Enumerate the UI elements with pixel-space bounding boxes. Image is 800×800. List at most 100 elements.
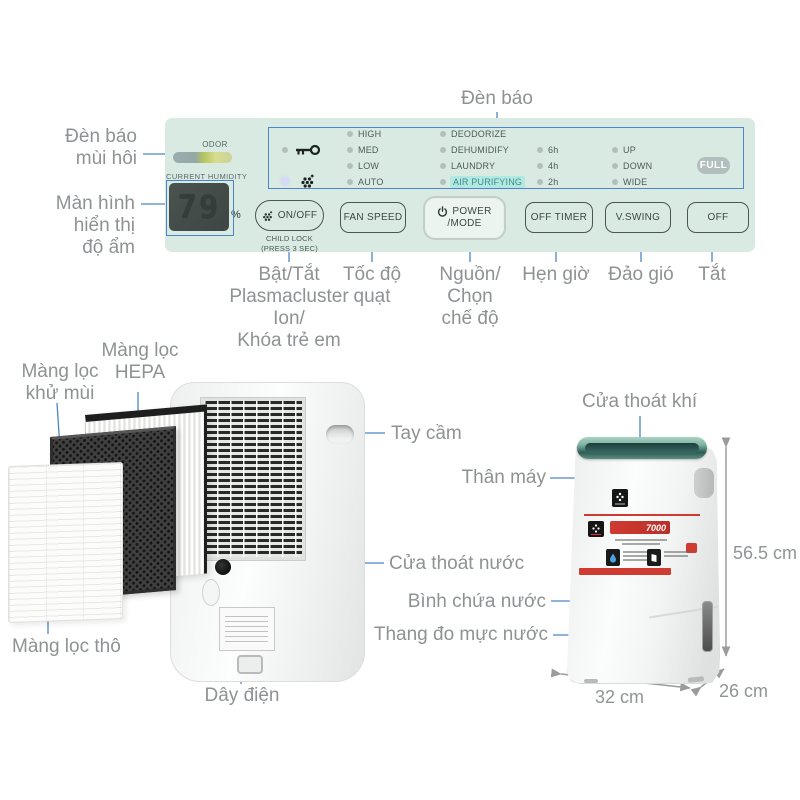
control-panel: ODOR CURRENT HUMIDITY 79 % xyxy=(165,118,755,253)
off-timer-button: OFF TIMER xyxy=(525,202,593,233)
callout-odor-light: Đèn báo mùi hôi xyxy=(65,126,137,170)
dimension-width: 32 cm xyxy=(595,687,645,707)
power-icon xyxy=(438,206,448,217)
callout-handle: Tay cầm xyxy=(391,423,462,444)
mode-deodorize-label: DEODORIZE xyxy=(451,129,507,139)
fan-auto-label: AUTO xyxy=(358,177,384,187)
mode-airpurifying-label: AIR PURIFYING xyxy=(450,176,526,188)
air-outlet-vent xyxy=(585,443,699,453)
sticker-top-rule xyxy=(584,514,700,516)
callout-water-tank: Bình chứa nước xyxy=(407,591,546,612)
v-swing-button: V.SWING xyxy=(605,202,671,233)
fan-low-label: LOW xyxy=(358,161,380,171)
sticker-door-icon xyxy=(647,549,661,566)
timer-2h-dot xyxy=(537,179,543,185)
mode-airpurifying-dot xyxy=(440,179,446,185)
plasmacluster-indicator-dot xyxy=(282,178,288,184)
callout-air-outlet: Cửa thoát khí xyxy=(582,391,698,412)
plasmacluster-icon xyxy=(301,174,314,188)
fan-auto-dot xyxy=(347,179,353,185)
swing-down-dot xyxy=(612,163,618,169)
power-cord xyxy=(237,655,263,674)
fan-med-label: MED xyxy=(358,145,379,155)
fan-med-dot xyxy=(347,147,353,153)
timer-4h-dot xyxy=(537,163,543,169)
callout-fan-speed: Tốc độ quạt xyxy=(342,264,402,308)
v-swing-button-label: V.SWING xyxy=(615,212,661,223)
callout-v-swing: Đảo gió xyxy=(608,264,674,285)
front-handle-recess xyxy=(694,468,714,498)
callout-off: Tắt xyxy=(698,264,726,285)
series-banner: 7000 xyxy=(610,521,670,534)
unit-foot xyxy=(584,679,598,683)
plasmacluster-logo-badge xyxy=(612,489,628,507)
callout-hepa-filter: Màng lọc HEPA xyxy=(101,340,179,384)
callout-water-drain: Cửa thoát nước xyxy=(389,553,525,574)
humidity-value: 79 xyxy=(177,188,221,226)
swing-wide-label: WIDE xyxy=(623,177,648,187)
plasmacluster-icon xyxy=(262,210,272,221)
sticker-bottom-strip xyxy=(579,568,671,575)
sticker-text-line xyxy=(664,555,688,557)
display-annotation-box xyxy=(166,180,234,236)
off-button-label: OFF xyxy=(707,212,729,223)
odor-indicator-bar xyxy=(173,152,232,163)
mode-laundry-dot xyxy=(440,163,446,169)
power-button-label: POWER xyxy=(452,205,492,217)
mode-dehumidify-label: DEHUMIDIFY xyxy=(451,145,509,155)
humidity-display: 79 xyxy=(169,183,229,231)
indicator-annotation-box xyxy=(268,127,744,189)
timer-2h-label: 2h xyxy=(548,177,559,187)
swing-down-label: DOWN xyxy=(623,161,653,171)
callout-body: Thân máy xyxy=(461,467,546,488)
mode-dehumidify-dot xyxy=(440,147,446,153)
timer-6h-dot xyxy=(537,147,543,153)
swing-wide-dot xyxy=(612,179,618,185)
sticker-text-line xyxy=(664,551,690,553)
series-number: 7000 xyxy=(645,522,666,533)
child-lock-note: CHILD LOCK (PRESS 3 SEC) xyxy=(261,234,318,253)
dimension-depth: 26 cm xyxy=(719,681,769,701)
sticker-red-tag xyxy=(686,543,697,553)
off-timer-button-label: OFF TIMER xyxy=(530,212,588,223)
sticker-text-line xyxy=(615,539,667,541)
water-level-gauge xyxy=(702,601,713,652)
drain-port xyxy=(215,559,231,575)
sticker-drop-icon xyxy=(606,549,620,566)
callout-power-cord: Dây điện xyxy=(204,685,280,706)
fan-low-dot xyxy=(347,163,353,169)
odor-label: ODOR xyxy=(202,140,228,149)
plasmacluster-icon xyxy=(591,524,601,535)
dimension-height: 56.5 cm xyxy=(733,543,798,563)
drain-plug xyxy=(202,579,220,606)
callout-deodorizing-filter: Màng lọc khử mùi xyxy=(21,361,99,405)
callout-indicator-lights: Đèn báo xyxy=(461,88,533,109)
callout-plasmacluster-childlock: Bật/Tắt Plasmacluster Ion/ Khóa trẻ em xyxy=(229,264,349,352)
callout-water-level-gauge: Thang đo mực nước xyxy=(373,624,548,645)
fan-speed-button-label: FAN SPEED xyxy=(343,212,403,223)
fan-speed-button: FAN SPEED xyxy=(340,202,406,233)
sticker-text-line xyxy=(623,551,651,553)
timer-6h-label: 6h xyxy=(548,145,559,155)
handle-recess xyxy=(326,425,354,444)
back-grille xyxy=(200,397,306,561)
plasmacluster-onoff-button: ON/OFF xyxy=(255,200,324,231)
callout-coarse-filter: Màng lọc thô xyxy=(12,636,121,657)
full-tank-badge: FULL xyxy=(697,157,730,174)
callout-power-mode: Nguồn/ Chọn chế độ xyxy=(439,264,501,330)
fan-high-label: HIGH xyxy=(358,129,382,139)
coarse-filter xyxy=(8,461,123,623)
off-button: OFF xyxy=(687,202,749,233)
sticker-text-line xyxy=(623,559,650,561)
humidity-unit: % xyxy=(231,209,241,221)
callout-humidity-display: Màn hình hiển thị độ ẩm xyxy=(55,193,135,259)
sticker-text-line xyxy=(622,543,660,545)
mode-laundry-label: LAUNDRY xyxy=(451,161,496,171)
current-humidity-label: CURRENT HUMIDITY xyxy=(166,172,248,181)
mode-button-label: /MODE xyxy=(447,218,482,229)
mode-deodorize-dot xyxy=(440,131,446,137)
plasmacluster-icon xyxy=(615,492,625,505)
callout-off-timer: Hẹn giờ xyxy=(522,264,590,285)
child-lock-key-icon xyxy=(296,144,321,156)
